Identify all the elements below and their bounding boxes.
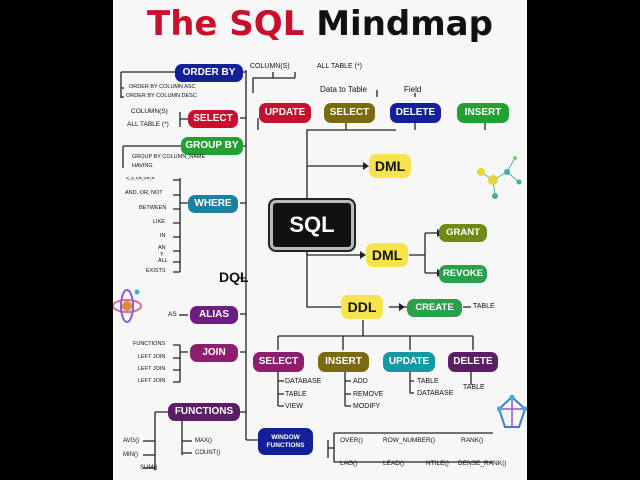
ddl-delete-node: DELETE: [448, 352, 498, 372]
window-item: DENSE_RANK(): [458, 460, 507, 467]
dql-label: DQL: [219, 269, 249, 285]
delete-field-note: Field: [404, 85, 422, 94]
window-item: NTILE(): [426, 460, 449, 467]
where-item: AND, OR, NOT: [125, 190, 163, 196]
ddl-select-item: TABLE: [285, 391, 307, 398]
create-table-note: TABLE: [473, 303, 495, 310]
ddl-insert-item: MODIFY: [353, 403, 381, 410]
order-by-item: ORDER BY COLUMN DESC: [126, 93, 197, 99]
window-item: LAG(): [340, 460, 358, 467]
atom-icon: [113, 289, 142, 323]
ddl-select-node: SELECT: [253, 352, 304, 372]
join-item: LEFT JOIN: [138, 366, 166, 372]
grant-node: GRANT: [439, 224, 487, 242]
functions-item: MAX(): [195, 438, 212, 444]
create-node: CREATE: [407, 299, 462, 317]
where-item: ALL: [158, 258, 168, 264]
join-node: JOIN: [190, 344, 238, 362]
where-item: <,>,<=,>=,=: [126, 176, 155, 182]
group-by-item: GROUP BY COLUMN_NAME: [132, 154, 206, 160]
sql-center-node: SQL: [270, 200, 354, 250]
select-data-note: Data to Table: [320, 85, 367, 94]
functions-node: FUNCTIONS: [168, 403, 240, 421]
dml-node: DML: [369, 154, 411, 178]
dml2-node: DML: [366, 243, 408, 267]
ddl-insert-item: REMOVE: [353, 391, 384, 398]
page-title: The SQL Mindmap: [113, 4, 527, 44]
molecule-icon: [477, 156, 522, 199]
functions-item: MIN(): [123, 452, 138, 458]
ddl-insert-item: ADD: [353, 378, 368, 385]
window-item: LEAD(): [383, 460, 405, 467]
mindmap-canvas: The SQL Mindmap: [113, 0, 527, 480]
ddl-update-item: TABLE: [417, 378, 439, 385]
alias-item: AS: [168, 311, 177, 318]
ddl-delete-item: TABLE: [463, 384, 485, 391]
dml-update-node: UPDATE: [259, 103, 311, 123]
where-item: LIKE: [153, 219, 165, 225]
where-item: BETWEEN: [139, 205, 167, 211]
ddl-select-item: VIEW: [285, 403, 303, 410]
select-item: ALL TABLE (*): [127, 121, 169, 128]
where-node: WHERE: [188, 195, 238, 213]
title-sql: The SQL: [147, 4, 305, 44]
update-alltable-note: ALL TABLE (*): [317, 63, 363, 70]
ddl-node: DDL: [341, 295, 383, 319]
window-item: RANK(): [461, 437, 484, 444]
order-by-node: ORDER BY: [175, 64, 243, 82]
connector-lines: [120, 70, 493, 470]
join-item: LEFT JOIN: [138, 354, 166, 360]
functions-item: SUM(): [140, 465, 158, 471]
where-item: EXISTS: [146, 268, 166, 274]
select-node-dql: SELECT: [188, 110, 238, 128]
select-item: COLUMN(S): [131, 108, 168, 115]
ddl-update-node: UPDATE: [383, 352, 435, 372]
ddl-update-item: DATABASE: [417, 390, 454, 397]
dml-select-node: SELECT: [324, 103, 375, 123]
dml-insert-node: INSERT: [457, 103, 509, 123]
join-item: LEFT JOIN: [138, 378, 166, 384]
functions-item: AVG(): [123, 438, 140, 444]
crystal-icon: [497, 395, 527, 428]
where-item: IN: [160, 233, 166, 239]
join-item: FUNCTIONS: [133, 341, 166, 347]
window-item: OVER(): [340, 437, 363, 444]
revoke-node: REVOKE: [439, 265, 487, 283]
group-by-item: HAVING: [132, 163, 153, 169]
window-item: ROW_NUMBER(): [383, 437, 435, 444]
update-column-note: COLUMN(S): [250, 63, 290, 70]
dml-delete-node: DELETE: [390, 103, 441, 123]
ddl-select-item: DATABASE: [285, 378, 322, 385]
functions-item: COUNT(): [195, 450, 221, 456]
ddl-insert-node: INSERT: [318, 352, 369, 372]
group-by-node: GROUP BY: [181, 137, 243, 155]
title-mindmap: Mindmap: [316, 4, 493, 44]
alias-node: ALIAS: [190, 306, 238, 324]
order-by-item: ORDER BY COLUMN ASC: [129, 84, 196, 90]
